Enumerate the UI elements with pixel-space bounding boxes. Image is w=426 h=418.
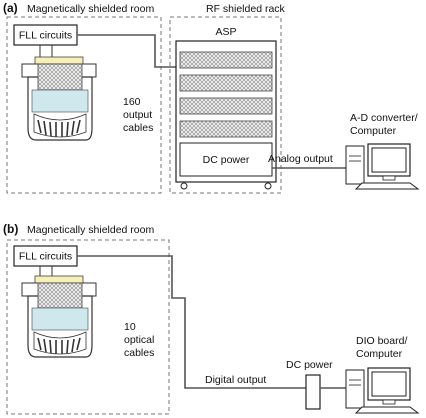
- svg-text:optical: optical: [124, 334, 154, 346]
- panel-a-cable-line: [77, 34, 178, 68]
- svg-text:DIO board/: DIO board/: [356, 335, 407, 347]
- panel-a-shielded-room-box: [6, 16, 162, 194]
- panel-b-dc-power-label: DC power: [286, 359, 333, 371]
- svg-text:160: 160: [123, 96, 141, 108]
- panel-a-fll-label: FLL circuits: [19, 30, 72, 42]
- rf-rack-box: [169, 16, 282, 194]
- panel-b-computer-label: DIO board/ Computer: [356, 335, 407, 360]
- rf-rack-label: RF shielded rack: [206, 3, 286, 15]
- svg-text:A-D converter/: A-D converter/: [350, 112, 418, 124]
- panel-b-shielded-room-box: [6, 239, 170, 415]
- svg-text:output: output: [123, 109, 152, 121]
- panel-b-dc-power-box: [305, 374, 321, 410]
- panel-a-shielded-room-label: Magnetically shielded room: [27, 3, 154, 15]
- panel-b-label: (b): [3, 222, 18, 236]
- panel-a-cables-label: 160 output cables: [123, 96, 153, 134]
- panel-a-computer-label: A-D converter/ Computer: [350, 112, 418, 137]
- panel-b-dewar: [21, 266, 97, 358]
- panel-a-dc-power-label: DC power: [203, 154, 250, 166]
- svg-text:Computer: Computer: [350, 125, 397, 137]
- svg-text:cables: cables: [123, 122, 153, 134]
- panel-a-label: (a): [3, 1, 18, 15]
- svg-text:Computer: Computer: [356, 348, 403, 360]
- digital-output-label: Digital output: [205, 374, 266, 386]
- panel-a-dewar: [21, 45, 97, 141]
- asp-label: ASP: [215, 26, 236, 38]
- svg-text:10: 10: [124, 321, 136, 333]
- svg-text:cables: cables: [124, 347, 154, 359]
- panel-b-shielded-room-label: Magnetically shielded room: [27, 224, 154, 236]
- panel-a-computer-icon: [345, 143, 420, 190]
- panel-b-cables-label: 10 optical cables: [124, 321, 154, 359]
- panel-b-computer-icon: [345, 367, 420, 414]
- panel-b-fll-label: FLL circuits: [19, 251, 72, 263]
- panel-b-optical-cable-line: [77, 255, 308, 389]
- asp-rack: ASP DC power: [175, 26, 277, 190]
- analog-output-label: Analog output: [268, 153, 333, 165]
